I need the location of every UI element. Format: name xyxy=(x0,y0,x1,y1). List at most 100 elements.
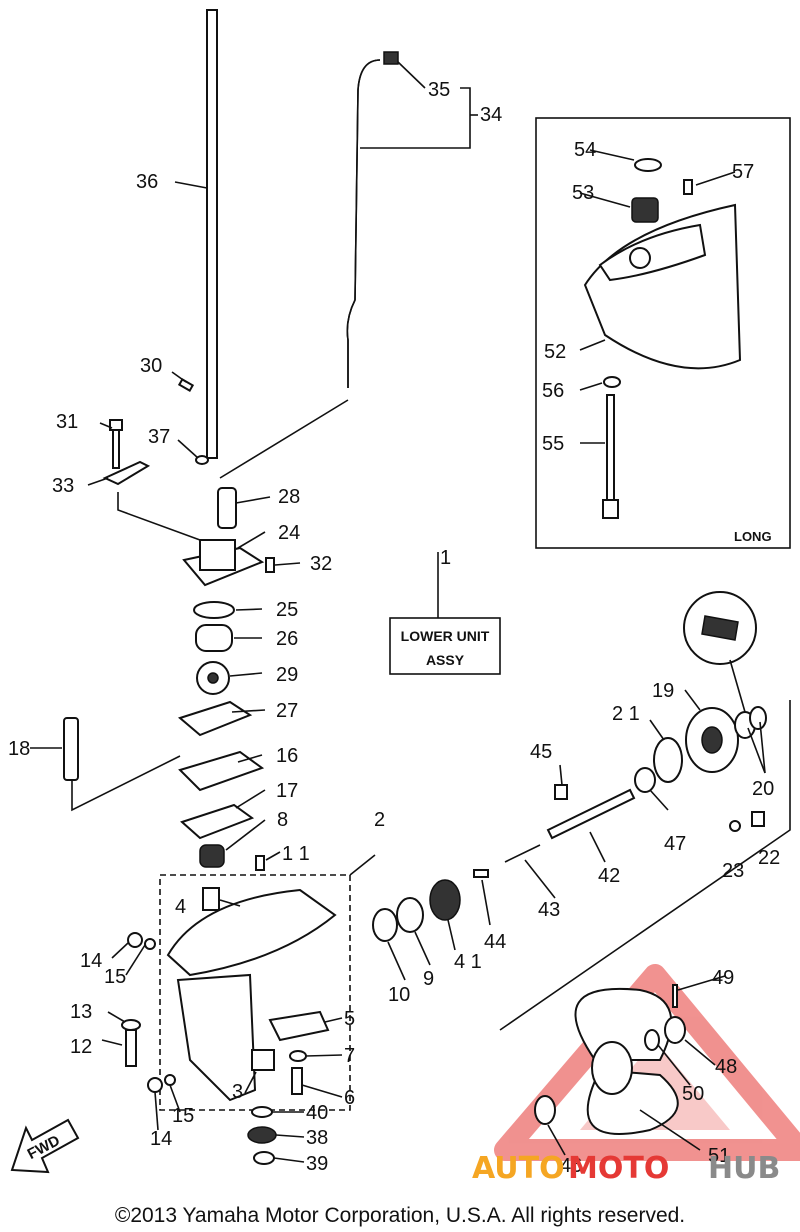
label-34: 34 xyxy=(480,104,502,126)
label-55: 55 xyxy=(542,433,564,455)
part-2-lower-case xyxy=(166,888,337,1102)
part-20-seals xyxy=(734,706,767,739)
assy-box-line-1: LOWER UNIT xyxy=(401,628,490,644)
label-26: 26 xyxy=(276,628,298,650)
label-12: 12 xyxy=(70,1036,92,1058)
label-15-top: 15 xyxy=(104,966,126,988)
part-5-plate xyxy=(268,1010,330,1042)
part-14-screw-bottom xyxy=(147,1077,163,1093)
label-56: 56 xyxy=(542,380,564,402)
label-9: 9 xyxy=(423,968,434,990)
label-52: 52 xyxy=(544,341,566,363)
part-34-shift-rod xyxy=(346,59,381,388)
part-21-o-ring xyxy=(653,737,683,783)
part-45-clutch-pin xyxy=(554,784,568,800)
label-49: 49 xyxy=(712,967,734,989)
label-57: 57 xyxy=(732,161,754,183)
part-14-screw-top xyxy=(127,932,143,948)
label-40: 40 xyxy=(306,1102,328,1124)
part-17-gasket xyxy=(180,803,255,840)
label-48: 48 xyxy=(715,1056,737,1078)
part-32-dowel xyxy=(265,557,275,573)
copyright-notice: ©2013 Yamaha Motor Corporation, U.S.A. A… xyxy=(115,1204,685,1227)
label-45: 45 xyxy=(530,741,552,763)
label-10: 10 xyxy=(388,984,410,1006)
label-39: 39 xyxy=(306,1153,328,1175)
part-43-spring xyxy=(504,844,541,863)
part-31-bolt xyxy=(109,419,123,469)
part-15-washer-top xyxy=(144,938,156,950)
watermark-part-3: HUB xyxy=(708,1151,780,1186)
label-11: 1 1 xyxy=(282,843,310,865)
part-54-circlip xyxy=(634,158,662,172)
label-8: 8 xyxy=(277,809,288,831)
fwd-arrow-icon: FWD xyxy=(10,1118,80,1174)
part-15-washer-bottom xyxy=(164,1074,176,1086)
label-44: 44 xyxy=(484,931,506,953)
part-12-bolt xyxy=(125,1029,137,1067)
long-inset-label: LONG xyxy=(734,529,772,544)
label-6: 6 xyxy=(344,1087,355,1109)
label-2: 2 xyxy=(374,809,385,831)
part-16-plate xyxy=(178,750,265,792)
part-38-pinion xyxy=(247,1126,277,1144)
label-36: 36 xyxy=(136,171,158,193)
label-35: 35 xyxy=(428,79,450,101)
label-18: 18 xyxy=(8,738,30,760)
label-38: 38 xyxy=(306,1127,328,1149)
label-29: 29 xyxy=(276,664,298,686)
part-7-washer xyxy=(289,1050,307,1062)
watermark-part-1: AUTO xyxy=(472,1151,565,1186)
part-40-washer xyxy=(251,1106,273,1118)
label-5: 5 xyxy=(344,1008,355,1030)
part-27-outer-plate xyxy=(177,700,253,737)
part-47-washer xyxy=(634,767,656,793)
label-53: 53 xyxy=(572,182,594,204)
part-13-washer xyxy=(121,1019,141,1031)
label-31: 31 xyxy=(56,411,78,433)
part-26-cup xyxy=(195,624,233,652)
label-42: 42 xyxy=(598,865,620,887)
label-19: 19 xyxy=(652,680,674,702)
part-44-pin xyxy=(473,869,489,878)
part-42-propeller-shaft xyxy=(546,788,636,840)
label-20: 20 xyxy=(752,778,774,800)
label-46: 46 xyxy=(560,1155,582,1177)
part-41-gear xyxy=(429,879,461,921)
part-11-pin xyxy=(255,855,265,871)
label-30: 30 xyxy=(140,355,162,377)
part-33-plate xyxy=(102,460,151,486)
part-53-bearing xyxy=(631,197,659,223)
part-4-bushing xyxy=(202,887,220,911)
lower-unit-assy-box: LOWER UNIT ASSY xyxy=(389,552,501,675)
label-17: 17 xyxy=(276,780,298,802)
part-55-stud-bolt xyxy=(602,394,619,519)
label-37: 37 xyxy=(148,426,170,448)
label-33: 33 xyxy=(52,475,74,497)
part-23-washer xyxy=(729,820,741,832)
part-28-bushing xyxy=(217,487,237,529)
label-7: 7 xyxy=(344,1045,355,1067)
watermark-part-2: MOTO xyxy=(568,1151,669,1186)
part-10-bearing xyxy=(372,908,398,942)
part-9-bearing xyxy=(396,897,424,933)
label-51: 51 xyxy=(708,1145,730,1167)
label-21: 2 1 xyxy=(612,703,640,725)
label-50: 50 xyxy=(682,1083,704,1105)
watermark-text: AUTO MOTO HUB xyxy=(472,1151,780,1186)
part-46-spacer xyxy=(534,1095,556,1125)
label-14-top: 14 xyxy=(80,950,102,972)
label-13: 13 xyxy=(70,1001,92,1023)
label-24: 24 xyxy=(278,522,300,544)
label-47: 47 xyxy=(664,833,686,855)
label-16: 16 xyxy=(276,745,298,767)
part-35-grommet xyxy=(383,51,399,65)
label-15-bottom: 15 xyxy=(172,1105,194,1127)
label-22: 22 xyxy=(758,847,780,869)
part-6-bolt xyxy=(291,1067,303,1095)
label-28: 28 xyxy=(278,486,300,508)
part-37-clip xyxy=(195,455,209,465)
long-shaft-inset-box xyxy=(535,117,791,549)
